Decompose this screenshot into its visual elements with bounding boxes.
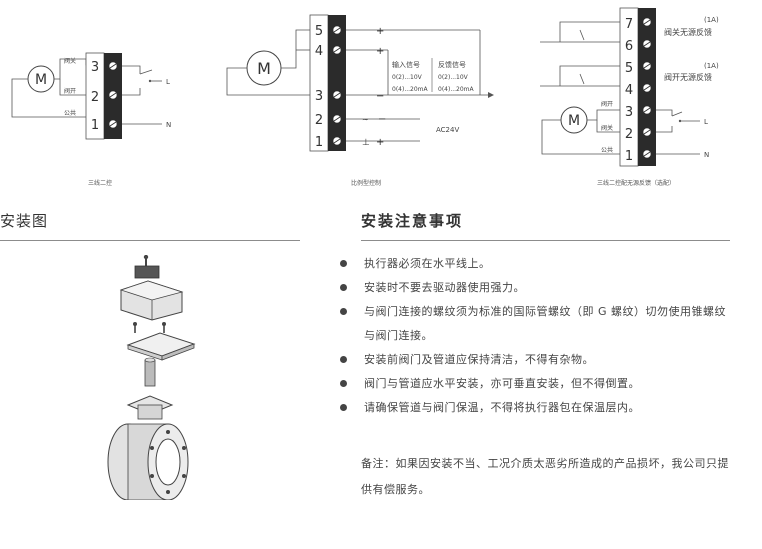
label-valve-close: 阀关 — [601, 124, 613, 132]
label-valve-open: 阀开 — [64, 87, 76, 95]
label-common: 公共 — [64, 109, 76, 117]
note-item: 安装前阀门及管道应保持清洁，不得有杂物。 — [340, 348, 730, 372]
label-valve-open: 阀开 — [601, 100, 613, 108]
input-signal-voltage: 0(2)...10V — [392, 74, 423, 81]
terminal-6: 6 — [625, 39, 633, 54]
terminal-3: 3 — [315, 89, 323, 104]
notes-divider — [361, 240, 730, 241]
line-L: L — [704, 118, 708, 126]
install-diagram-title: 安装图 — [0, 212, 49, 230]
feedback-open-label: 阀开无源反馈 — [664, 72, 712, 82]
note-item: 阀门与管道应水平安装，亦可垂直安装，但不得倒置。 — [340, 372, 730, 396]
feedback-signal-title: 反馈信号 — [438, 60, 466, 69]
motor-label: M — [257, 59, 271, 78]
note-item: 执行器必须在水平线上。 — [340, 252, 730, 276]
terminal-3: 3 — [625, 105, 633, 120]
plus-sign: + — [376, 46, 384, 57]
label-valve-close: 阀关 — [64, 57, 76, 65]
power-label: AC24V — [436, 126, 459, 134]
terminal-7: 7 — [625, 17, 633, 32]
terminal-1: 1 — [91, 118, 99, 133]
tilde-sign: ~ — [362, 115, 369, 124]
terminal-4: 4 — [625, 83, 633, 98]
plus-sign: + — [376, 26, 384, 37]
terminal-4: 4 — [315, 44, 323, 59]
input-signal-title: 输入信号 — [392, 60, 420, 69]
motor-label: M — [568, 113, 580, 129]
wiring-diagram-three-wire: M 3 2 1 阀关 阀开 公共 L N 三线二控 — [11, 52, 171, 187]
plus-sign: + — [376, 137, 384, 148]
notes-title: 安装注意事项 — [361, 212, 464, 230]
feedback-open-current: (1A) — [704, 62, 719, 70]
motor-label: M — [35, 72, 47, 88]
notes-list: 执行器必须在水平线上。 安装时不要去驱动器使用强力。 与阀门连接的螺纹须为标准的… — [340, 252, 730, 420]
terminal-2: 2 — [91, 90, 99, 105]
note-item: 安装时不要去驱动器使用强力。 — [340, 276, 730, 300]
line-N: N — [166, 121, 171, 129]
ground-sign: ⊥ — [362, 138, 370, 148]
wiring-diagram-proportional: M 5 4 3 2 1 + + − ~ − ⊥ + 输入信号 0(2)...10… — [226, 14, 494, 187]
actuator-handle — [134, 265, 160, 279]
terminal-2: 2 — [625, 127, 633, 142]
terminal-3: 3 — [91, 60, 99, 75]
minus-sign: − — [378, 114, 386, 125]
feedback-signal-voltage: 0(2)...10V — [438, 74, 469, 81]
note-item: 请确保管道与阀门保温，不得将执行器包在保温层内。 — [340, 396, 730, 420]
caption-three-wire: 三线二控 — [88, 179, 112, 187]
remark-text: 备注：如果因安装不当、工况介质太恶劣所造成的产品损坏，我公司只提供有偿服务。 — [361, 457, 729, 496]
feedback-signal-current: 0(4)...20mA — [438, 86, 475, 93]
terminal-5: 5 — [625, 61, 633, 76]
caption-passive-feedback: 三线二控配无源反馈（选配） — [597, 179, 675, 187]
terminal-1: 1 — [315, 135, 323, 150]
label-common: 公共 — [601, 146, 613, 154]
feedback-close-current: (1A) — [704, 16, 719, 24]
terminal-5: 5 — [315, 24, 323, 39]
terminal-1: 1 — [625, 149, 633, 164]
install-divider — [0, 240, 300, 241]
line-L: L — [166, 78, 170, 86]
terminal-2: 2 — [315, 113, 323, 128]
input-signal-current: 0(4)...20mA — [392, 86, 429, 93]
coupling-shaft — [144, 359, 156, 387]
note-item: 与阀门连接的螺纹须为标准的国际管螺纹（即 G 螺纹）切勿使用锥螺纹与阀门连接。 — [340, 300, 730, 348]
line-N: N — [704, 151, 709, 159]
minus-sign: − — [376, 91, 384, 102]
installation-exploded-view — [107, 255, 196, 500]
caption-proportional: 比例型控制 — [351, 179, 381, 187]
wiring-diagram-passive-feedback: M 7 6 5 4 3 2 1 阀开 阀关 公共 (1A) 阀关无源反馈 (1A… — [540, 7, 719, 187]
feedback-close-label: 阀关无源反馈 — [664, 27, 712, 37]
